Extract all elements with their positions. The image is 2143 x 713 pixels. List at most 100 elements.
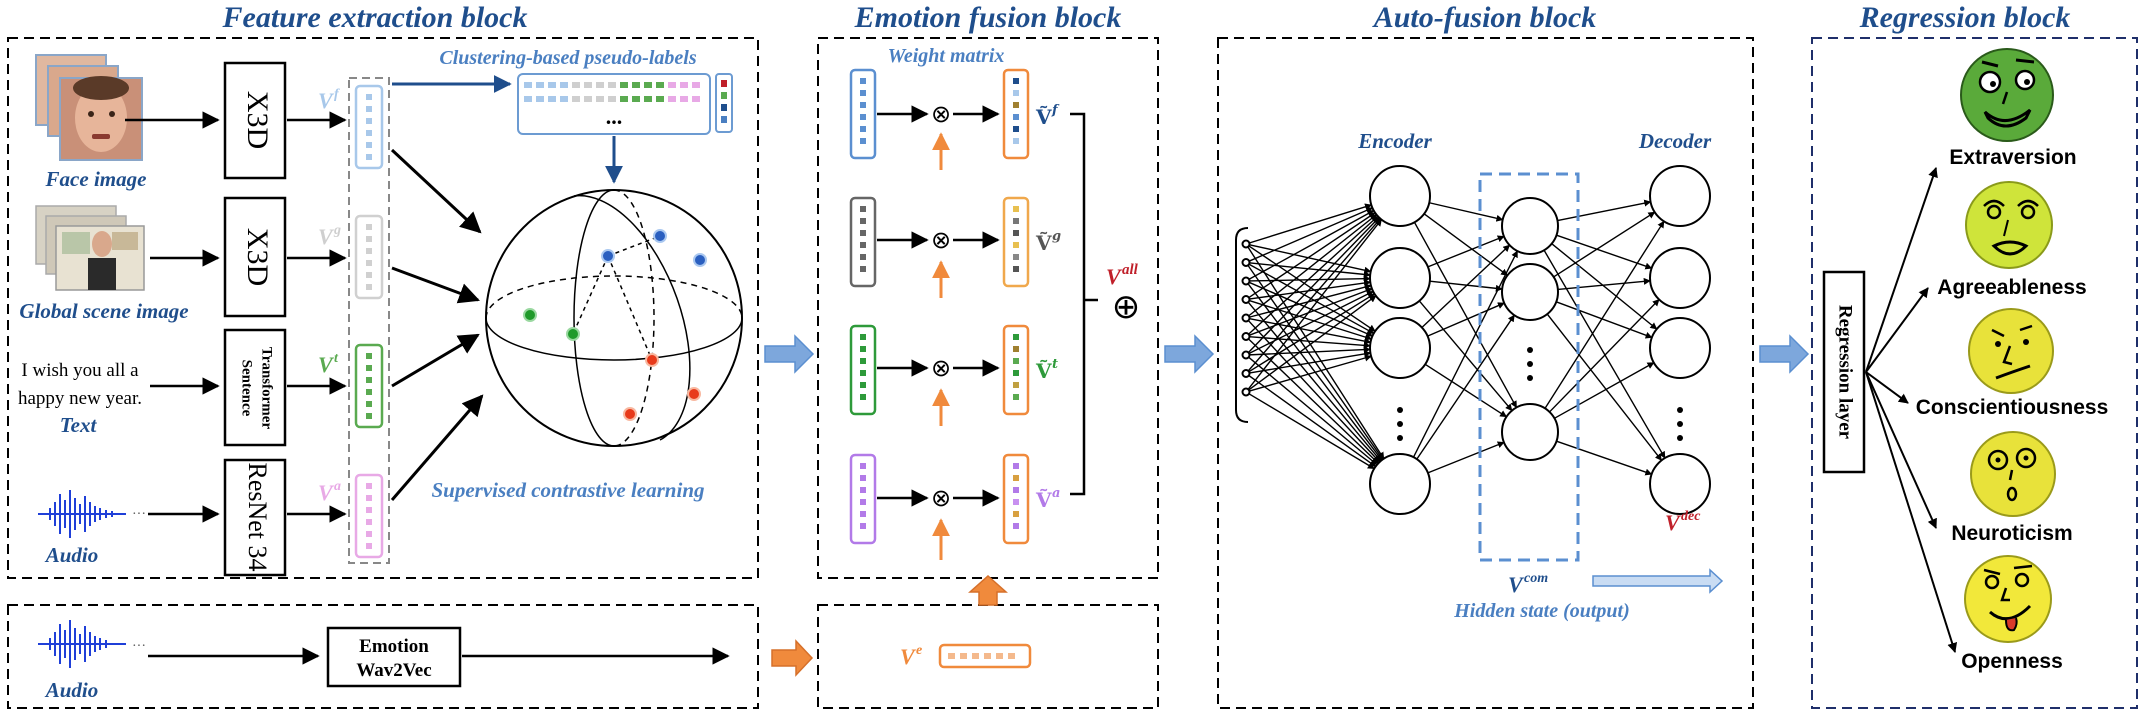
regression-block-frame [1811,37,2138,709]
audio-label: Audio [44,543,99,567]
input-node [1241,295,1251,304]
svg-text:V: V [900,644,917,669]
transfer-arrow-ve-up [968,574,1008,606]
svg-text:t: t [1052,357,1058,372]
decoder-label: Decoder [1638,129,1712,153]
svg-text:f: f [1051,103,1060,118]
network-edge [1412,250,1519,458]
conscientiousness-face-icon [1968,308,2054,394]
network-edge [1554,362,1655,419]
trait-neuroticism: Neuroticism [1951,522,2072,545]
emotion-w2v-line2: Wav2Vec [356,660,431,681]
input-node [1241,276,1251,286]
network-edge [1248,354,1372,392]
regression-block-title: Regression block [1859,1,2071,34]
svg-text:V: V [318,224,335,249]
network-edge [1248,293,1376,373]
face-image-stack [35,54,143,161]
input-node [1241,369,1251,378]
supervised-label: Supervised contrastive learning [431,478,704,502]
arrow-va-sphere [390,394,484,501]
network-edge [1247,219,1383,391]
resnet-label: ResNet 34 [243,462,272,571]
transfer-arrow-3 [1759,334,1810,374]
network-edge [1247,246,1385,460]
emotion-row-t: ⊗ [849,324,1030,426]
input-node [1241,313,1251,323]
svg-text:Ṽ: Ṽ [1035,359,1052,383]
fusion-bracket [1070,112,1086,496]
svg-text:⊗: ⊗ [931,100,951,128]
global-scene-label: Global scene image [19,299,188,323]
hidden-out-arrow [1592,568,1724,594]
feature-block-title: Feature extraction block [222,1,528,34]
decoder-node [1649,317,1711,379]
layer-ellipsis [1397,347,1683,441]
x3d-face-box [223,61,287,180]
svg-text:V: V [1665,510,1682,535]
network-edge [1248,392,1375,470]
network-edge [1556,234,1653,270]
network-edge [1413,221,1518,409]
auto-block-title: Auto-fusion block [1372,1,1597,34]
text-label: Text [60,413,98,437]
network-edge [1248,262,1371,278]
hidden-state-label: Hidden state (output) [1453,600,1630,622]
audio-ellipsis-2: ··· [132,639,146,654]
network-edge [1544,220,1665,409]
svg-text:a: a [334,479,341,494]
contrastive-sphere [485,189,743,447]
network-edge [1248,243,1372,274]
text-input-line1: I wish you all a [21,360,139,381]
network-edge [1247,338,1379,464]
openness-face-icon [1964,555,2052,643]
encoder-node [1369,317,1431,379]
svg-text:V: V [318,480,335,505]
svg-text:⊗: ⊗ [931,354,951,382]
network-edge [1553,211,1656,278]
feature-vectors-container [348,77,390,564]
audio-ellipsis: ··· [132,507,146,522]
hidden-node [1501,263,1559,321]
emotion-row-a: ⊗ [849,453,1030,560]
decoder-node [1649,247,1711,309]
network-edge [1247,217,1380,354]
global-scene-image-stack [35,205,145,291]
ve-vector [938,643,1032,669]
network-edge [1427,235,1505,268]
encoder-node [1369,453,1431,515]
network-edge [1247,218,1381,372]
network-edge [1248,374,1377,468]
svg-text:Ṽ: Ṽ [1035,105,1052,129]
feature-block-frame [7,37,759,579]
sentence-transformer-box [223,328,287,447]
trait-openness: Openness [1961,650,2063,673]
svg-text:a: a [1052,486,1060,501]
arrow-vt-sphere [391,333,480,388]
network-edge [1556,440,1653,476]
network-edge [1418,300,1513,412]
trait-agreeableness: Agreeableness [1937,276,2086,299]
svg-text:V: V [1106,264,1123,289]
network-edge [1429,202,1504,222]
svg-text:V: V [1508,572,1525,597]
emotion-row-f: ⊗ [849,68,1030,170]
x3d-global-box [223,196,287,318]
network-edge [1416,314,1515,460]
network-edge [1248,279,1371,300]
regression-layer-label: Regression layer [1835,305,1856,440]
network-edge [1248,317,1372,345]
input-node [1241,258,1251,267]
svg-text:Ṽ: Ṽ [1035,488,1052,512]
transformer-label: Transformer [259,347,275,430]
hidden-node [1501,403,1559,461]
network-edge [1248,287,1373,337]
network-edge [1248,245,1376,332]
network-edge [1248,299,1373,341]
network-edge [1247,215,1379,335]
x3d-face-label: X3D [241,91,274,149]
